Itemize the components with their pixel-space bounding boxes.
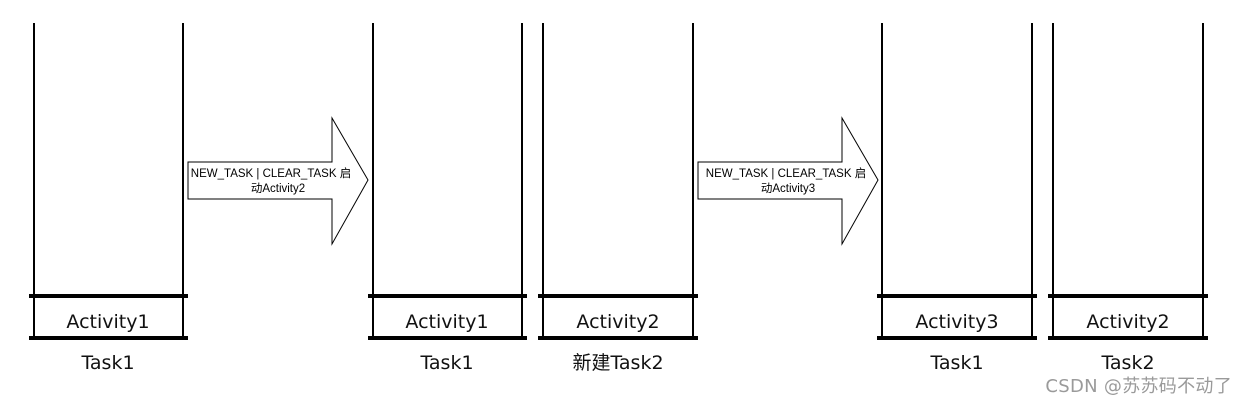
launch-arrow-2: NEW_TASK | CLEAR_TASK 启 动Activity3 xyxy=(697,116,879,246)
arrow-label-line2: 动Activity2 xyxy=(251,182,305,195)
activity-label: Activity1 xyxy=(66,311,149,333)
task-label: Task1 xyxy=(929,352,983,374)
task-stack-2: Activity1 Task1 xyxy=(368,23,527,374)
task-label: Task2 xyxy=(1100,352,1154,374)
arrow-label-line1: NEW_TASK | CLEAR_TASK 启 xyxy=(191,167,351,180)
watermark: CSDN @苏苏码不动了 xyxy=(1045,376,1232,397)
arrow-label-line1: NEW_TASK | CLEAR_TASK 启 xyxy=(706,167,866,180)
activity-label: Activity2 xyxy=(1086,311,1169,333)
activity-label: Activity2 xyxy=(576,311,659,333)
activity-label: Activity1 xyxy=(405,311,488,333)
task-label: Task1 xyxy=(419,352,473,374)
task-label: Task1 xyxy=(80,352,134,374)
arrow-label-line2: 动Activity3 xyxy=(761,182,815,195)
task-stack-4: Activity3 Task1 xyxy=(877,23,1037,374)
task-stack-3: Activity2 新建Task2 xyxy=(538,23,698,374)
task-stack-1: Activity1 Task1 xyxy=(29,23,188,374)
task-stack-5: Activity2 Task2 xyxy=(1048,23,1208,374)
launch-arrow-1: NEW_TASK | CLEAR_TASK 启 动Activity2 xyxy=(187,116,369,246)
activity-label: Activity3 xyxy=(915,311,998,333)
task-label: 新建Task2 xyxy=(572,352,663,374)
